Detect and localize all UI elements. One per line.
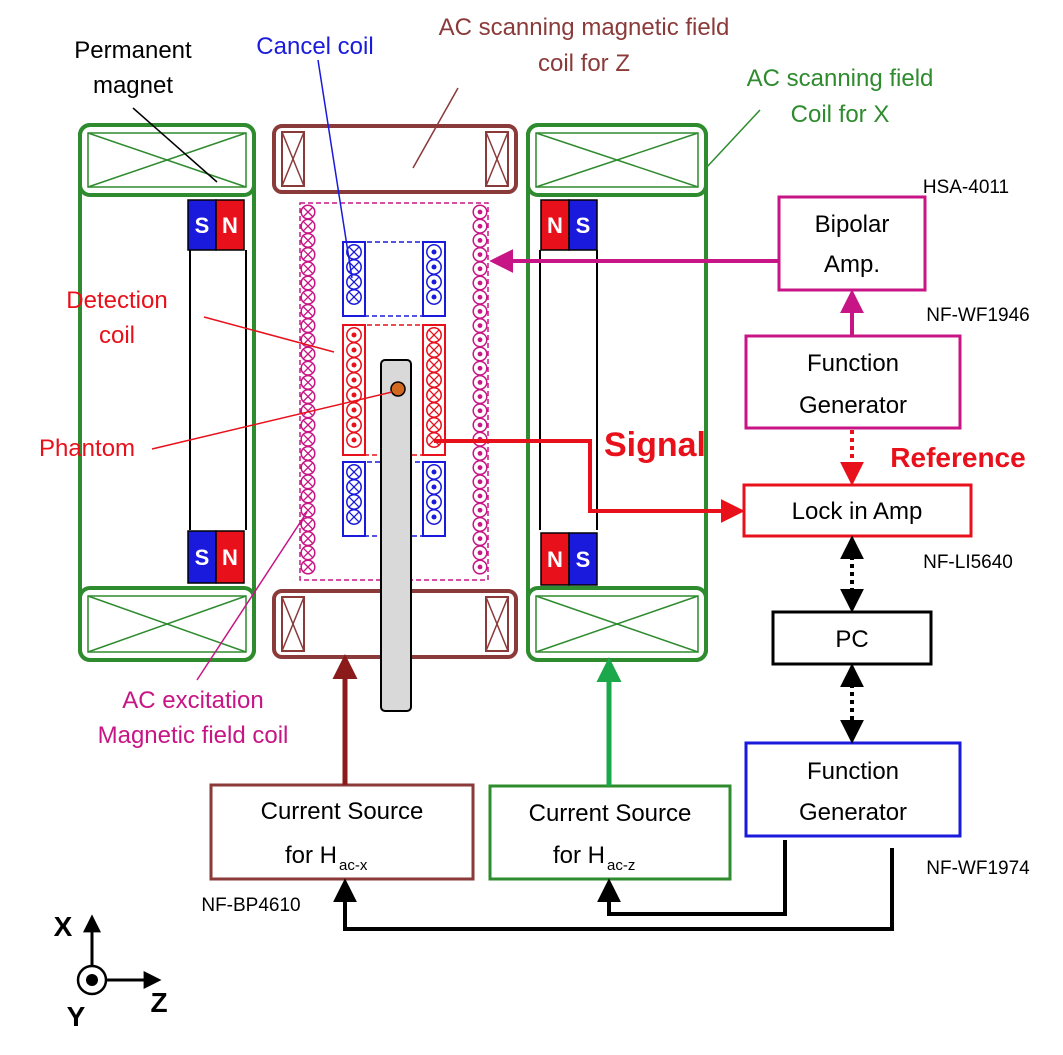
excitation-coil-right-winding bbox=[472, 204, 488, 575]
cs-x-label: Current Source bbox=[261, 798, 424, 825]
label-ac-scan-z: AC scanning magnetic field bbox=[439, 14, 730, 41]
magnet-yoke-lines bbox=[189, 250, 598, 530]
excitation-coil-left-winding bbox=[300, 204, 316, 575]
detection-coil bbox=[342, 324, 446, 456]
lock-in-amp-box: Lock in Amp bbox=[742, 483, 973, 538]
fg-to-csz-wire bbox=[597, 840, 787, 916]
label-permanent-magnet: magnet bbox=[93, 72, 173, 99]
label-ac-scan-z: coil for Z bbox=[538, 50, 630, 77]
magnet-s-label: S bbox=[576, 547, 591, 572]
cs-x-label: for H bbox=[285, 842, 337, 869]
cs-z-subscript: ac-z bbox=[607, 857, 635, 874]
label-detection-coil: coil bbox=[99, 322, 135, 349]
label-ac-scan-x: Coil for X bbox=[791, 101, 890, 128]
fg-bottom-label: Function bbox=[807, 758, 899, 785]
bipolar-amp-model: HSA-4011 bbox=[923, 177, 1009, 198]
fg-to-csx-wire bbox=[333, 848, 894, 931]
magnet-n-label: N bbox=[547, 547, 563, 572]
cancel-coil-bottom bbox=[342, 461, 446, 537]
signal-wire bbox=[434, 439, 745, 523]
axis-x-label: X bbox=[54, 911, 73, 942]
cancel-coil-top bbox=[342, 241, 446, 317]
lock-in-model: NF-LI5640 bbox=[923, 552, 1013, 573]
fg-top-label: Function bbox=[807, 350, 899, 377]
label-cancel-coil: Cancel coil bbox=[256, 33, 373, 60]
label-detection-coil: Detection bbox=[66, 287, 167, 314]
scan-coil-x-left bbox=[78, 123, 256, 662]
axis-y-label: Y bbox=[67, 1001, 86, 1032]
label-reference: Reference bbox=[890, 442, 1025, 473]
y-axis-dot bbox=[86, 974, 98, 986]
label-ac-excitation: AC excitation bbox=[122, 687, 263, 714]
axis-z-label: Z bbox=[150, 987, 167, 1018]
phantom-rod bbox=[380, 359, 412, 712]
magnet-n-label: N bbox=[222, 213, 238, 238]
label-ac-excitation: Magnetic field coil bbox=[98, 722, 289, 749]
label-phantom: Phantom bbox=[39, 435, 135, 462]
label-ac-scan-x: AC scanning field bbox=[747, 65, 934, 92]
cs-x-subscript: ac-x bbox=[339, 857, 368, 874]
permanent-magnet-left-top: S N bbox=[187, 199, 245, 251]
fg-top-model: NF-WF1946 bbox=[926, 305, 1029, 326]
magnet-n-label: N bbox=[547, 213, 563, 238]
bipolar-amp-box: Bipolar Amp. bbox=[777, 195, 927, 292]
axis-indicator: X Y Z bbox=[54, 911, 168, 1032]
function-generator-bottom-box: Function Generator bbox=[744, 741, 962, 838]
bipolar-amp-label: Amp. bbox=[824, 251, 880, 278]
label-permanent-magnet: Permanent bbox=[74, 37, 192, 64]
fg-bottom-model: NF-WF1974 bbox=[926, 858, 1030, 879]
permanent-magnet-right-top: N S bbox=[540, 199, 598, 251]
magnet-n-label: N bbox=[222, 545, 238, 570]
fg-bottom-label: Generator bbox=[799, 799, 907, 826]
magnet-s-label: S bbox=[195, 545, 210, 570]
current-source-x-box: Current Source for H ac-x bbox=[209, 783, 475, 881]
excitation-coil bbox=[299, 202, 489, 581]
function-generator-top-box: Function Generator bbox=[744, 334, 962, 430]
magnet-s-label: S bbox=[576, 213, 591, 238]
phantom-sample bbox=[390, 381, 406, 397]
permanent-magnet-left-bottom: S N bbox=[187, 530, 245, 584]
bipolar-amp-label: Bipolar bbox=[815, 211, 890, 238]
magnet-s-label: S bbox=[195, 213, 210, 238]
cs-z-label: for H bbox=[553, 842, 605, 869]
cs-z-label: Current Source bbox=[529, 800, 692, 827]
fg-top-label: Generator bbox=[799, 392, 907, 419]
lock-in-label: Lock in Amp bbox=[792, 498, 923, 525]
scan-coil-x-cross-marks bbox=[87, 132, 699, 653]
pc-label: PC bbox=[835, 626, 868, 653]
callout-lines bbox=[132, 59, 761, 681]
pc-box: PC bbox=[771, 610, 933, 666]
scan-coil-z-top bbox=[272, 124, 518, 194]
connections bbox=[332, 249, 894, 931]
current-source-z-box: Current Source for H ac-z bbox=[488, 784, 732, 881]
permanent-magnet-right-bottom: N S bbox=[540, 532, 598, 586]
label-signal: Signal bbox=[604, 426, 706, 464]
cs-x-model: NF-BP4610 bbox=[201, 895, 300, 916]
